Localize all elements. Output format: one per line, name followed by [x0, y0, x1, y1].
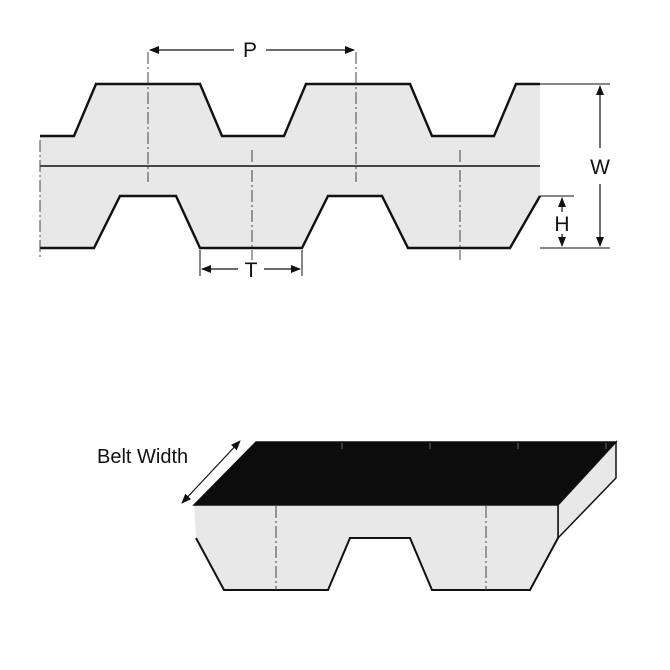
belt-front-face [194, 505, 558, 590]
belt-thickness-label: W [590, 156, 610, 179]
belt-width-dimension: Belt Width [97, 440, 241, 504]
belt-front-outline [195, 537, 559, 591]
pitch-label: P [243, 39, 257, 62]
belt-width-label: Belt Width [97, 446, 188, 468]
belt-lower-teeth-outline [40, 194, 542, 250]
belt-upper-teeth-outline [40, 82, 540, 138]
tooth-height-label: H [554, 213, 569, 236]
tooth-width-dimension: T [199, 250, 303, 282]
tooth-height-dimension: H [540, 195, 574, 247]
belt-thickness-dimension: W [540, 83, 610, 249]
upper-tooth-centerlines [147, 52, 357, 182]
top-face-pitch-marks [341, 443, 607, 449]
lower-tooth-centerlines [39, 140, 461, 260]
belt-section-view: Belt Width [97, 440, 618, 591]
belt-profile-view: P W H T [39, 39, 610, 282]
tooth-width-label: T [245, 259, 258, 282]
section-centerlines [275, 506, 487, 590]
belt-top-face [192, 441, 618, 506]
pitch-dimension: P [149, 39, 355, 62]
